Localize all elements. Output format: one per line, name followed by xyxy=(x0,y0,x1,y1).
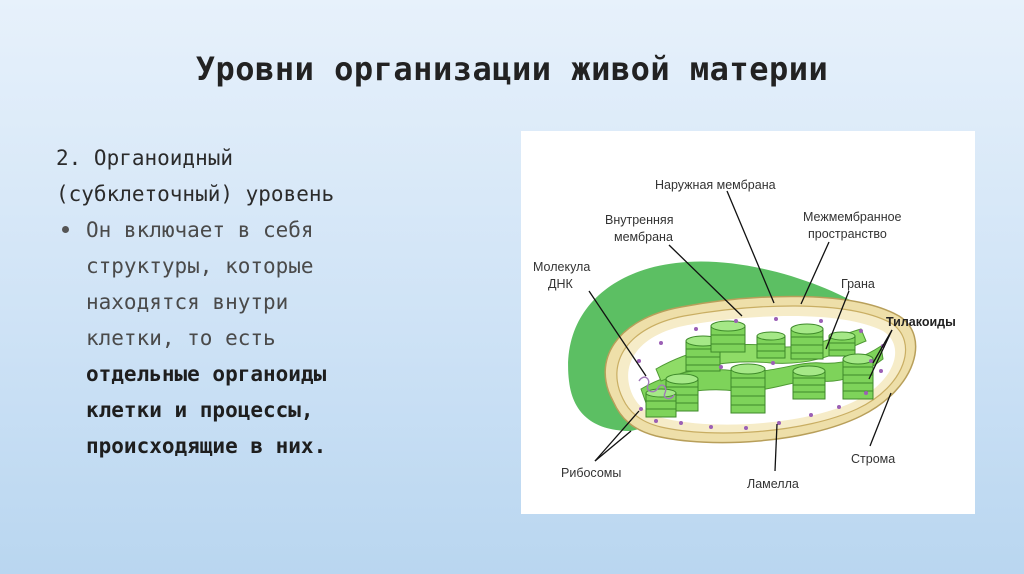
granum xyxy=(792,365,826,400)
granum xyxy=(842,353,874,400)
bullet-line: структуры, которые xyxy=(86,254,314,278)
dna-molecule xyxy=(638,376,675,400)
label-thylakoids: Тилакоиды xyxy=(886,315,956,329)
label-intermembrane-2: пространство xyxy=(808,227,887,241)
heading-line-2: (субклеточный) уровень xyxy=(56,182,335,206)
granum xyxy=(790,323,824,360)
bullet-dot-icon xyxy=(62,226,69,233)
label-ribosomes: Рибосомы xyxy=(561,466,621,480)
label-stroma: Строма xyxy=(851,452,895,466)
label-outer-membrane: Наружная мембрана xyxy=(655,178,776,192)
granum xyxy=(645,388,677,418)
bullet-item: Он включает в себя структуры, которые на… xyxy=(56,212,476,464)
granum xyxy=(756,331,786,359)
granum xyxy=(730,363,766,414)
level-heading: 2. Органоидный (субклеточный) уровень xyxy=(56,140,476,212)
text-content: 2. Органоидный (субклеточный) уровень Он… xyxy=(56,140,476,464)
label-grana: Грана xyxy=(841,277,875,291)
label-dna-1: Молекула xyxy=(533,260,590,274)
label-intermembrane-1: Межмембранное xyxy=(803,210,902,224)
heading-line-1: 2. Органоидный xyxy=(56,146,234,170)
label-inner-membrane-1: Внутренняя xyxy=(605,213,673,227)
bullet-line: Он включает в себя xyxy=(86,218,314,242)
label-lamella: Ламелла xyxy=(747,477,799,491)
granum xyxy=(710,320,746,353)
granum xyxy=(828,331,856,357)
bullet-bold-line: происходящие в них. xyxy=(86,434,327,458)
bullet-line: находятся внутри xyxy=(86,290,289,314)
bullet-line: клетки, то есть xyxy=(86,326,276,350)
bullet-bold-line: клетки и процессы, xyxy=(86,398,314,422)
ribosomes xyxy=(637,317,885,430)
label-dna-2: ДНК xyxy=(548,277,573,291)
slide-title: Уровни организации живой материи xyxy=(195,50,829,88)
label-inner-membrane-2: мембрана xyxy=(614,230,673,244)
chloroplast-svg: Наружная мембрана Внутренняя мембрана Ме… xyxy=(533,178,956,491)
bullet-bold-line: отдельные органоиды xyxy=(86,362,327,386)
chloroplast-diagram: Наружная мембрана Внутренняя мембрана Ме… xyxy=(521,131,975,514)
leader-lines xyxy=(588,190,893,472)
